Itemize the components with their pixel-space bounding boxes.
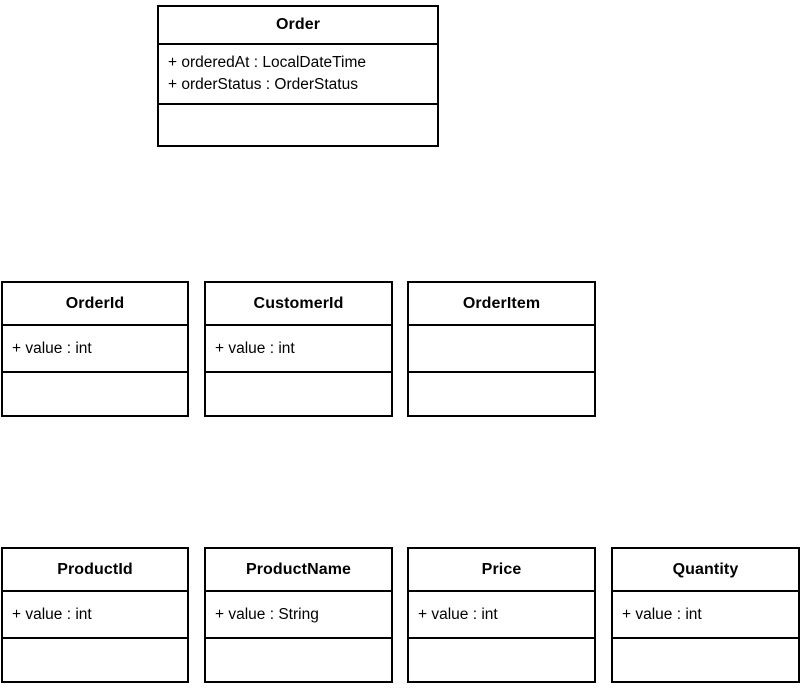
class-operations-compartment <box>3 371 187 415</box>
class-operations-compartment <box>3 637 187 681</box>
class-attributes-compartment <box>409 324 594 371</box>
class-name-label: Quantity <box>672 560 739 578</box>
empty-operations-placeholder <box>215 379 383 409</box>
class-name-label: Order <box>275 16 321 33</box>
class-operations-compartment <box>206 371 391 415</box>
class-name-compartment: CustomerId <box>206 283 391 324</box>
class-attribute: + value : int <box>622 605 702 623</box>
uml-class-customerid[interactable]: CustomerId + value : int <box>204 281 393 417</box>
uml-class-price[interactable]: Price + value : int <box>407 547 596 683</box>
class-operations-compartment <box>159 103 437 145</box>
class-attributes-compartment: + value : int <box>613 590 798 637</box>
class-name-label: ProductId <box>57 560 133 578</box>
empty-operations-placeholder <box>418 645 586 675</box>
class-attribute: + orderStatus : OrderStatus <box>168 76 358 93</box>
class-operations-compartment <box>613 637 798 681</box>
class-attributes-compartment: + value : int <box>409 590 594 637</box>
class-operations-compartment <box>409 371 594 415</box>
uml-class-quantity[interactable]: Quantity + value : int <box>611 547 800 683</box>
class-attribute: + value : int <box>12 605 92 623</box>
uml-class-orderitem[interactable]: OrderItem <box>407 281 596 417</box>
class-operations-compartment <box>206 637 391 681</box>
class-attributes-compartment: + value : int <box>3 324 187 371</box>
empty-operations-placeholder <box>418 379 586 409</box>
class-name-label: OrderItem <box>462 294 541 312</box>
class-name-compartment: Order <box>159 7 437 43</box>
class-name-compartment: OrderId <box>3 283 187 324</box>
class-name-compartment: ProductId <box>3 549 187 590</box>
class-name-label: OrderId <box>65 294 125 312</box>
class-attribute: + orderedAt : LocalDateTime <box>168 54 367 71</box>
class-attributes-compartment: + value : int <box>3 590 187 637</box>
class-attributes-compartment: + value : int <box>206 324 391 371</box>
class-attributes-compartment: + value : String <box>206 590 391 637</box>
class-attribute: + value : int <box>12 339 92 357</box>
empty-attributes-placeholder <box>418 332 586 365</box>
class-name-compartment: ProductName <box>206 549 391 590</box>
class-operations-compartment <box>409 637 594 681</box>
class-name-label: CustomerId <box>253 294 344 312</box>
class-name-compartment: OrderItem <box>409 283 594 324</box>
empty-operations-placeholder <box>168 111 429 139</box>
uml-class-orderid[interactable]: OrderId + value : int <box>1 281 189 417</box>
class-name-compartment: Price <box>409 549 594 590</box>
uml-class-productid[interactable]: ProductId + value : int <box>1 547 189 683</box>
empty-operations-placeholder <box>622 645 790 675</box>
uml-class-productname[interactable]: ProductName + value : String <box>204 547 393 683</box>
uml-class-order[interactable]: Order + orderedAt : LocalDateTime + orderS… <box>157 5 439 147</box>
class-name-label: ProductName <box>245 560 352 578</box>
class-attributes-compartment: + orderedAt : LocalDateTime + orderStatus… <box>159 43 437 103</box>
class-attribute: + value : int <box>418 605 498 623</box>
class-name-label: Price <box>481 560 522 578</box>
empty-operations-placeholder <box>215 645 383 675</box>
empty-operations-placeholder <box>12 645 179 675</box>
class-attribute: + value : int <box>215 339 295 357</box>
class-attribute: + value : String <box>215 605 319 623</box>
empty-operations-placeholder <box>12 379 179 409</box>
class-name-compartment: Quantity <box>613 549 798 590</box>
